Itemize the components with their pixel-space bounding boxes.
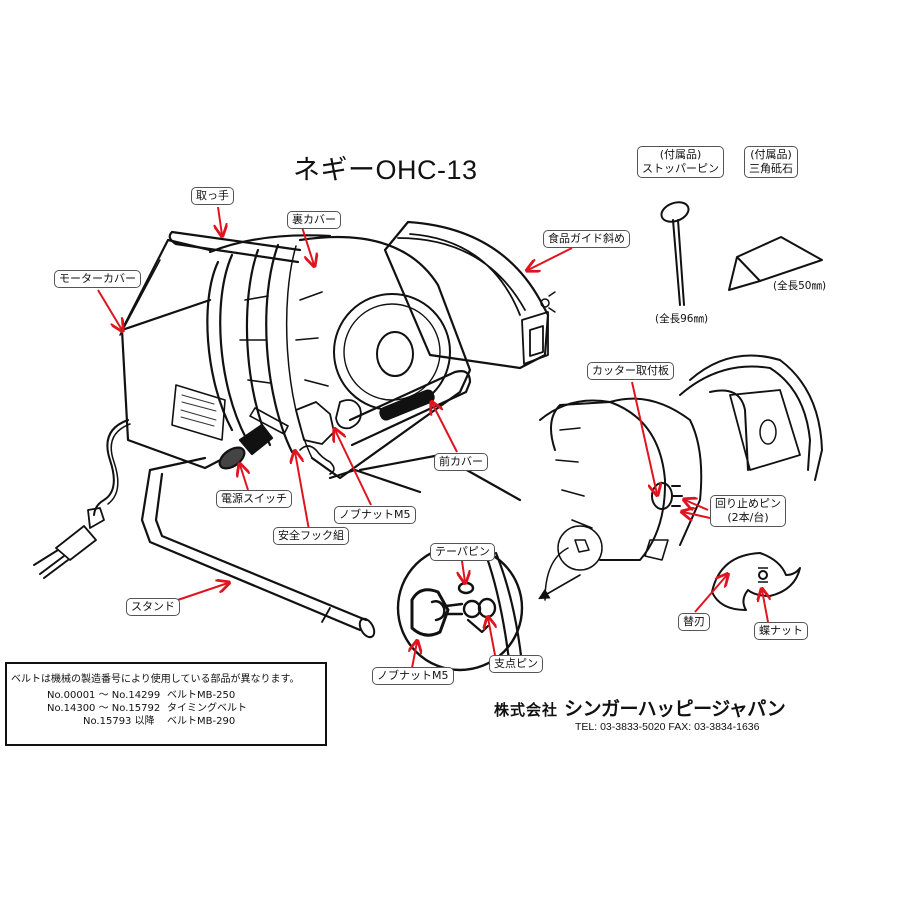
arrow-knob-nut-top — [335, 430, 372, 506]
label-knob-nut-m5-top: ノブナットM5 — [334, 506, 416, 524]
arrow-food-guide — [528, 247, 573, 270]
model-title: ネギーOHC-13 — [293, 155, 478, 185]
arrow-taper-pin — [462, 560, 465, 582]
company-name: 株式会社シンガーハッピージャパン — [494, 694, 786, 721]
arrow-blade — [694, 575, 727, 613]
label-accessory-whetstone: (付属品) 三角砥石 — [744, 146, 798, 178]
arrow-cutter-plate — [631, 381, 657, 494]
belt-row-range: No.15793 以降 — [83, 716, 155, 727]
arrow-front-cover — [432, 403, 458, 453]
label-anti-rotation-pin-line2: (2本/台) — [727, 511, 769, 524]
motor-cover — [120, 238, 232, 470]
callout-arrows — [97, 206, 768, 669]
back-cover — [206, 243, 294, 454]
company-contact: TEL: 03-3833-5020 FAX: 03-3834-1636 — [575, 721, 760, 733]
label-cutter-plate: カッター取付板 — [587, 362, 674, 380]
label-handle: 取っ手 — [191, 187, 234, 205]
front-housing — [298, 235, 472, 480]
belt-row-range: No.00001 ～ No.14299 — [47, 690, 161, 701]
label-safety-hook: 安全フック組 — [273, 527, 349, 545]
knob-nut-top — [295, 401, 335, 445]
triangle-whetstone — [728, 236, 823, 291]
arrow-wing-nut — [762, 590, 768, 623]
belt-note-heading: ベルトは機械の製造番号により使用している部品が異なります。 — [11, 674, 300, 685]
power-cord — [93, 419, 129, 516]
arrow-power-switch — [240, 465, 248, 491]
arrow-anti-rot-2 — [683, 512, 711, 518]
label-motor-cover: モーターカバー — [54, 270, 141, 288]
belt-row-part: ベルトMB-250 — [167, 690, 236, 701]
company-brand: シンガーハッピージャパン — [564, 698, 786, 720]
label-replacement-blade: 替刃 — [678, 613, 710, 631]
label-back-cover: 裏カバー — [287, 211, 341, 229]
label-taper-pin: テーパピン — [430, 543, 495, 561]
label-anti-rotation-pin: 回り止めピン (2本/台) — [710, 495, 786, 527]
magnified-detail — [396, 544, 524, 672]
pin-length-note: (全長96㎜) — [655, 313, 709, 325]
belt-row-part: タイミングベルト — [167, 703, 247, 714]
stone-length-note: (全長50㎜) — [773, 280, 827, 292]
label-pivot-pin: 支点ピン — [489, 655, 543, 673]
cutter-assembly — [538, 354, 823, 601]
arrow-safety-hook — [295, 452, 310, 531]
label-accessory-whetstone-line1: (付属品) — [750, 148, 792, 161]
belt-row-part: ベルトMB-290 — [167, 716, 236, 727]
label-front-cover: 前カバー — [434, 453, 488, 471]
label-accessory-whetstone-line2: 三角砥石 — [749, 162, 793, 175]
power-switch — [238, 423, 274, 456]
arrow-motor-cover — [97, 289, 122, 330]
front-cover — [348, 370, 472, 447]
company-prefix: 株式会社 — [494, 701, 559, 719]
label-power-switch: 電源スイッチ — [216, 490, 292, 508]
detail-circle-leader — [544, 547, 569, 601]
replacement-blade — [711, 552, 801, 611]
arrow-pivot-pin — [488, 618, 495, 656]
arrow-handle — [218, 206, 222, 235]
arrow-knob-nut-detail — [412, 642, 417, 669]
label-accessory-stopper-pin-line1: (付属品) — [659, 148, 702, 161]
arrow-back-cover — [301, 226, 314, 265]
label-stand: スタンド — [126, 598, 180, 616]
food-guide — [383, 220, 550, 370]
belt-row-range: No.14300 ～ No.15792 — [47, 703, 161, 714]
label-knob-nut-m5-detail: ノブナットM5 — [372, 667, 454, 685]
accessories — [660, 201, 823, 306]
label-anti-rotation-pin-line1: 回り止めピン — [715, 497, 781, 510]
knob-nut-detail — [410, 588, 450, 637]
label-food-guide: 食品ガイド斜め — [543, 230, 630, 248]
stopper-pin — [660, 201, 690, 223]
power-plug — [55, 507, 105, 561]
belt-note-box: ベルトは機械の製造番号により使用している部品が異なります。 No.00001 ～… — [5, 662, 327, 746]
label-wing-nut: 蝶ナット — [754, 622, 808, 640]
rating-plate — [171, 384, 226, 441]
machine-body — [33, 220, 556, 639]
label-accessory-stopper-pin-line2: ストッパーピン — [642, 162, 719, 175]
arrow-anti-rot-1 — [685, 500, 709, 511]
handle-bar — [168, 230, 302, 264]
stand — [140, 456, 368, 632]
label-accessory-stopper-pin: (付属品) ストッパーピン — [637, 146, 724, 178]
